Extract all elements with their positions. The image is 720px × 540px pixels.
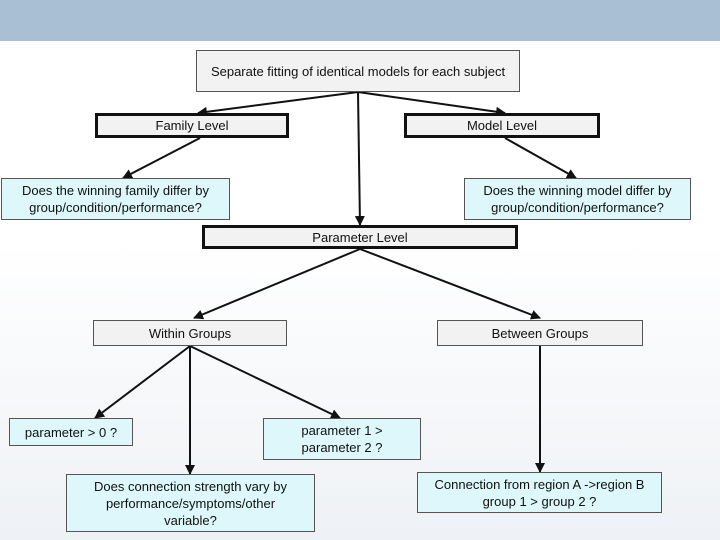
node-connection-groups: Connection from region A ->region B grou… (417, 472, 662, 513)
arrow-root-to-model (357, 91, 506, 117)
node-parameter-level-label: Parameter Level (312, 229, 408, 245)
node-between-groups: Between Groups (437, 320, 643, 346)
arrow-family-to-question (122, 137, 201, 179)
node-connection-strength-label: Does connection strength vary by perform… (94, 478, 287, 528)
header-bar (0, 0, 720, 41)
node-family-level-label: Family Level (155, 118, 229, 133)
arrow-root-to-family (197, 91, 359, 117)
node-family-question-label: Does the winning family differ by group/… (22, 183, 209, 215)
node-model-level-label: Model Level (466, 118, 538, 133)
arrow-parameter-to-within (193, 248, 361, 320)
arrow-within-to-compare (189, 345, 341, 419)
node-model-question-label: Does the winning model differ by group/c… (483, 183, 672, 215)
node-family-level: Family Level (95, 113, 289, 138)
node-within-groups: Within Groups (93, 320, 287, 346)
arrow-within-to-zero (94, 345, 191, 419)
arrow-parameter-to-between (359, 248, 541, 320)
node-connection-strength: Does connection strength vary by perform… (66, 474, 315, 532)
node-root: Separate fitting of identical models for… (196, 50, 520, 92)
node-param-gt-zero: parameter > 0 ? (9, 418, 133, 446)
node-parameter-level: Parameter Level (202, 225, 518, 249)
node-model-level: Model Level (404, 113, 600, 138)
node-connection-groups-label: Connection from region A ->region B grou… (434, 476, 645, 509)
node-param-gt-zero-label: parameter > 0 ? (24, 424, 118, 440)
node-within-groups-label: Within Groups (148, 325, 232, 341)
arrow-root-to-parameter (354, 91, 365, 226)
node-between-groups-label: Between Groups (491, 325, 589, 341)
node-family-question: Does the winning family differ by group/… (1, 178, 230, 220)
node-model-question: Does the winning model differ by group/c… (464, 178, 691, 220)
node-param-compare-label: parameter 1 > parameter 2 ? (301, 423, 383, 455)
node-param-compare: parameter 1 > parameter 2 ? (263, 418, 421, 460)
arrow-model-to-question (504, 137, 577, 179)
node-root-label: Separate fitting of identical models for… (210, 63, 506, 79)
